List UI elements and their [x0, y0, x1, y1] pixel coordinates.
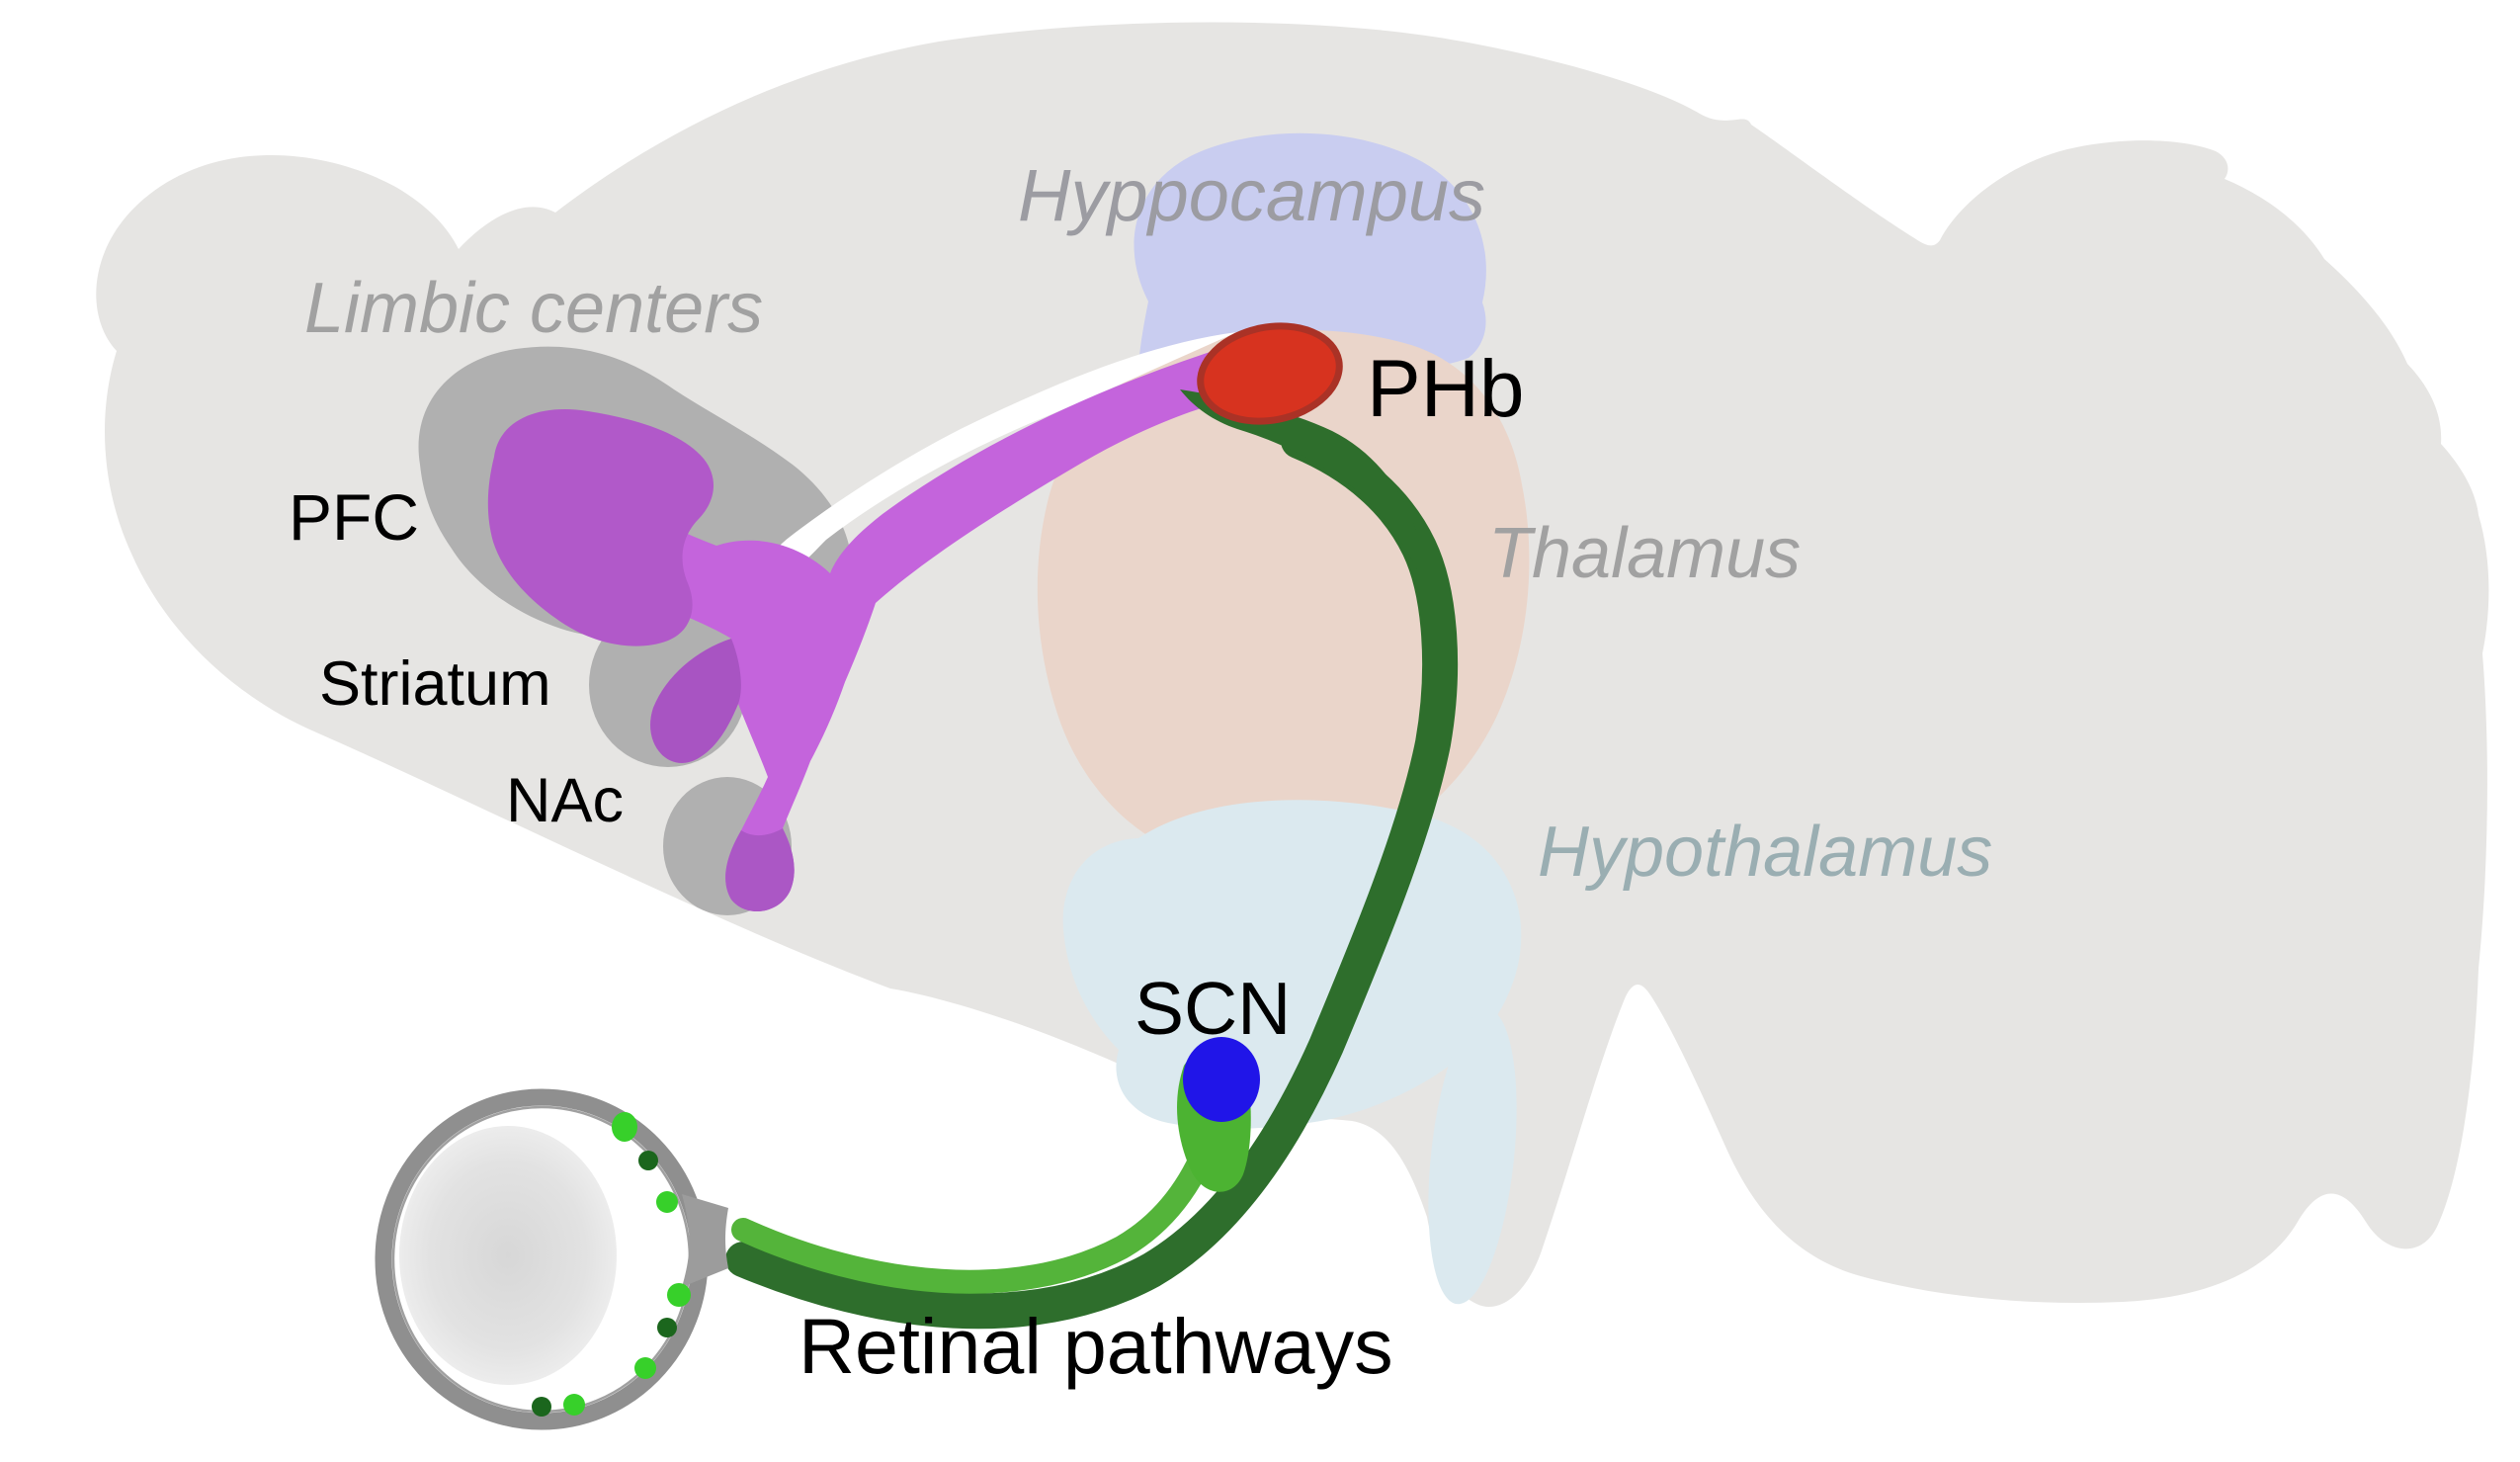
iprgc-cell-light [563, 1394, 585, 1416]
hypothalamus-region-tongue [1428, 1008, 1517, 1305]
iprgc-cells [532, 1112, 691, 1417]
iprgc-cell-light [612, 1112, 637, 1142]
iprgc-cell-light [667, 1283, 691, 1307]
label-striatum: Striatum [319, 649, 551, 719]
iprgc-cell-light [634, 1357, 656, 1379]
iprgc-cell-dark [532, 1397, 551, 1417]
phb-funnel-dark-green [1180, 389, 1422, 577]
optic-disc [682, 1194, 728, 1287]
limbic-projection-pathway [597, 346, 1232, 912]
pfc-purple-region [487, 409, 714, 646]
eye [375, 1088, 728, 1430]
iprgc-cell-dark [638, 1151, 658, 1170]
label-hippocampus: Hyppocampus [1018, 154, 1485, 236]
label-scn: SCN [1134, 967, 1291, 1050]
label-thalamus: Thalamus [1488, 514, 1801, 593]
iprgc-cell-dark [657, 1318, 677, 1337]
scn-nucleus [1183, 1037, 1260, 1122]
label-retinal-pathways: Retinal pathways [798, 1302, 1393, 1390]
phb-nucleus [1197, 322, 1343, 425]
label-phb: PHb [1367, 344, 1525, 434]
iprgc-cell-light [656, 1191, 678, 1213]
retinal-pathway-light [731, 1123, 1222, 1294]
striatum-purple-region [650, 639, 741, 763]
nac-purple-region [725, 828, 795, 912]
label-limbic-centers: Limbic centers [304, 269, 763, 348]
label-hypothalamus: Hypothalamus [1538, 813, 1992, 892]
eye-lens [399, 1126, 617, 1385]
label-nac: NAc [506, 766, 624, 835]
label-pfc: PFC [289, 480, 419, 554]
thalamus-region [1037, 329, 1530, 869]
